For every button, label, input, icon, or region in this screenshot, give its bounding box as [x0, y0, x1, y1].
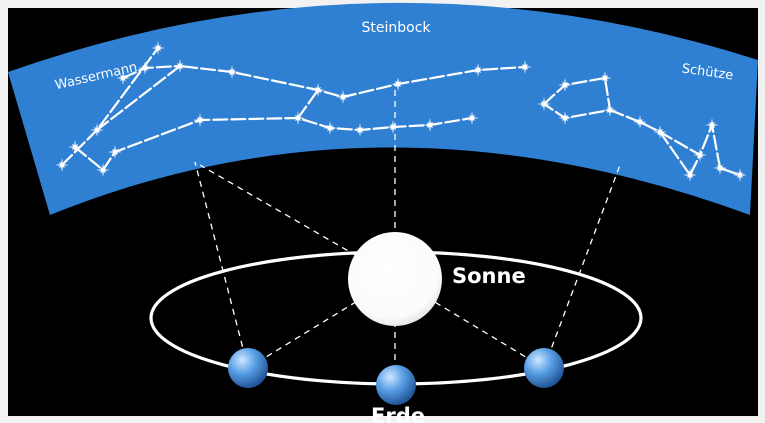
- label-sonne: Sonne: [452, 264, 526, 288]
- earth-icon: [524, 348, 564, 388]
- label-erde: Erde: [371, 404, 425, 423]
- earth-icon: [376, 365, 416, 405]
- sun-icon: [348, 232, 442, 326]
- earth-icon: [228, 348, 268, 388]
- label-steinbock: Steinbock: [361, 20, 431, 36]
